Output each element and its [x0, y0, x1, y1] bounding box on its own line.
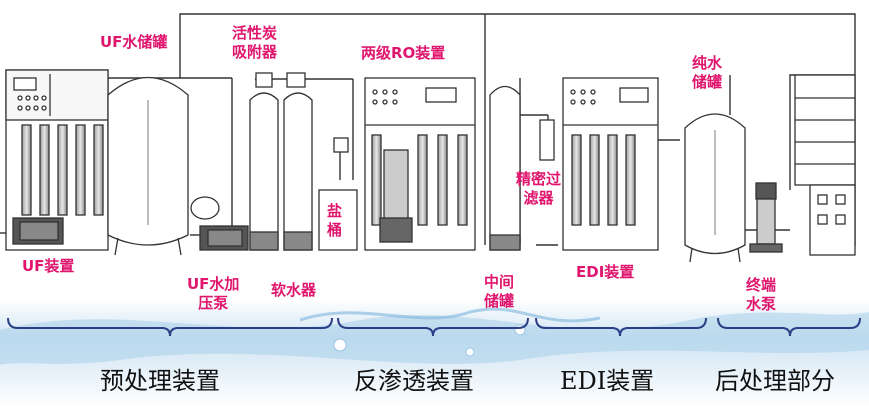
bracket-post-treatment	[717, 317, 861, 337]
bracket-pretreatment	[7, 317, 333, 337]
section-title-edi: EDI装置	[560, 367, 655, 395]
label-uf-booster-pump: UF水加 压泵	[187, 275, 240, 312]
bracket-reverse-osmosis	[337, 317, 529, 337]
label-edi-device: EDI装置	[576, 263, 635, 281]
label-precision-filter: 精密过 滤器	[516, 170, 562, 207]
salt-barrel	[318, 137, 358, 251]
label-carbon-adsorber: 活性炭 吸附器	[232, 24, 278, 61]
precision-filter	[539, 119, 555, 161]
label-uf-tank: UF水储罐	[100, 33, 168, 51]
section-brackets	[7, 317, 861, 337]
label-two-stage-ro: 两级RO装置	[361, 44, 446, 62]
label-uf-device: UF装置	[22, 257, 75, 275]
section-title-reverse-osmosis: 反渗透装置	[354, 367, 474, 395]
pure-water-tank	[684, 113, 746, 263]
terminal-water-pump	[749, 182, 783, 253]
terminal-control-box	[794, 74, 856, 256]
uf-device	[5, 69, 109, 251]
section-title-post-treatment: 后处理部分	[715, 367, 835, 395]
two-stage-ro-device	[364, 77, 476, 251]
bracket-edi	[535, 317, 707, 337]
label-intermediate-tank: 中间 储罐	[484, 273, 515, 310]
label-pure-water-tank: 纯水 储罐	[692, 54, 723, 91]
label-terminal-pump: 终端 水泵	[746, 276, 777, 313]
label-salt-barrel: 盐 桶	[327, 202, 343, 239]
carbon-adsorber-columns	[249, 72, 313, 251]
label-softener: 软水器	[271, 281, 317, 299]
edi-device	[562, 77, 659, 251]
uf-booster-pump	[190, 196, 249, 251]
uf-water-tank	[107, 76, 189, 256]
water-splash-background	[0, 300, 869, 408]
section-title-pretreatment: 预处理装置	[100, 367, 220, 395]
intermediate-tank	[489, 85, 521, 251]
